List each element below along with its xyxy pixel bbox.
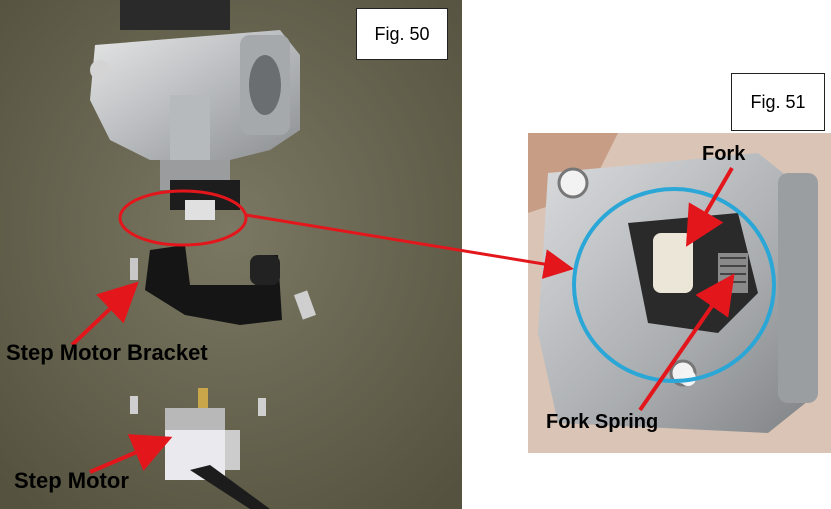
fig50-photo <box>0 0 462 509</box>
fig51-label: Fig. 51 <box>731 73 825 131</box>
fork-part <box>653 233 693 293</box>
fig51-illustration <box>528 133 831 453</box>
step-motor-part <box>130 388 270 509</box>
fork-spring-label: Fork Spring <box>546 411 659 433</box>
step-motor-label: Step Motor <box>14 468 129 493</box>
fig51-photo <box>528 133 831 453</box>
fork-label: Fork <box>702 143 746 165</box>
throttle-body <box>90 0 300 220</box>
fig50-label: Fig. 50 <box>356 8 448 60</box>
fig50-illustration <box>0 0 462 509</box>
step-motor-bracket-label: Step Motor Bracket <box>6 340 208 365</box>
